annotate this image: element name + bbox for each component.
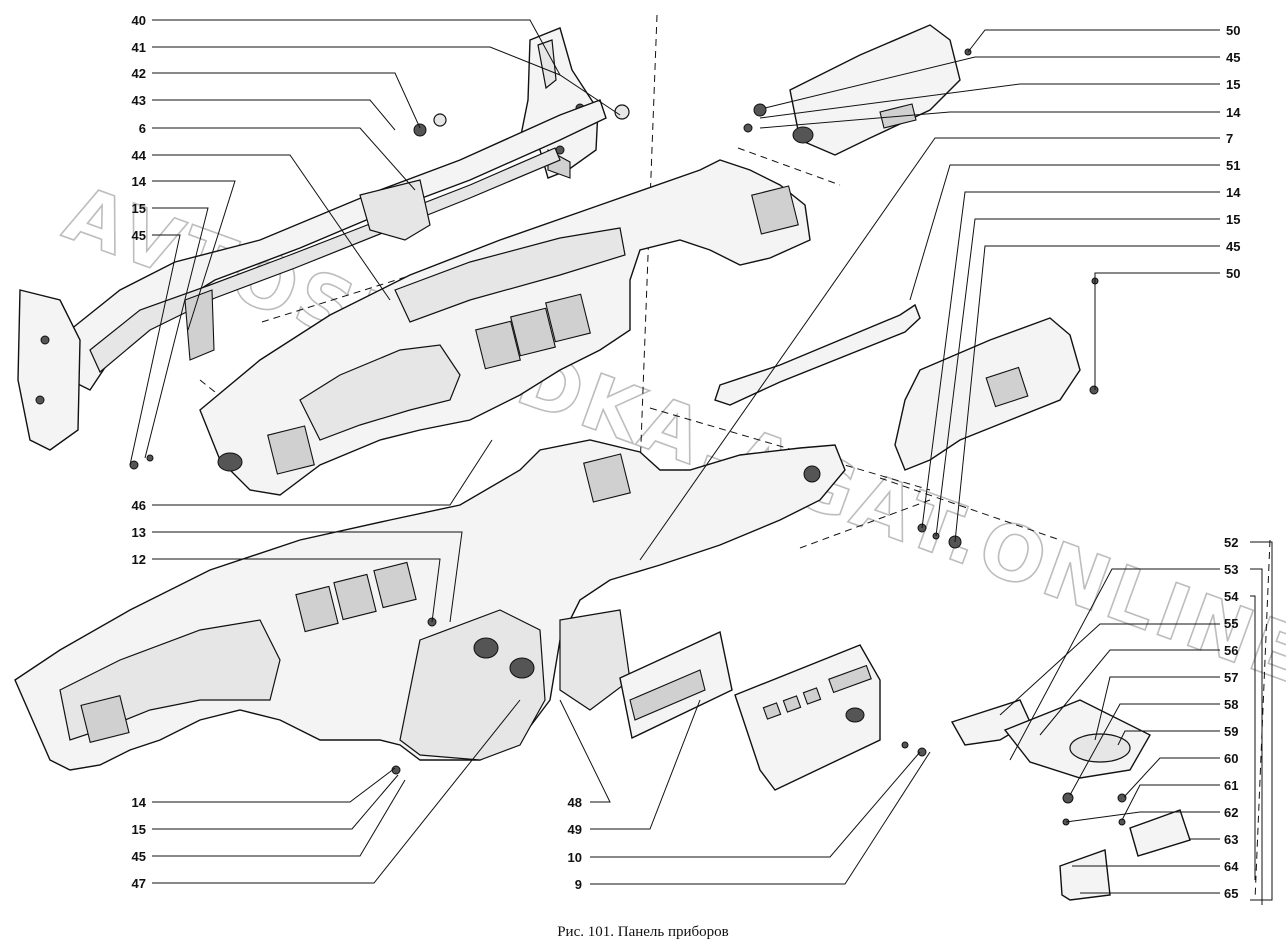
callout-55: 55 [1224, 616, 1238, 631]
callout-45-a: 45 [132, 228, 146, 243]
callouts-right: 50 45 15 14 7 51 14 15 45 50 52 53 54 55… [1224, 23, 1241, 901]
switch-panel [734, 644, 881, 791]
callout-15-b: 15 [132, 822, 146, 837]
leader-lines-left [129, 19, 621, 884]
callout-6: 6 [139, 121, 146, 136]
callouts-left: 40 41 42 43 6 44 14 15 45 46 13 12 14 15… [132, 13, 147, 891]
callout-14-a: 14 [132, 174, 147, 189]
callout-53: 53 [1224, 562, 1238, 577]
callout-62: 62 [1224, 805, 1238, 820]
glovebox [894, 317, 1081, 471]
callout-46: 46 [132, 498, 146, 513]
callout-61: 61 [1224, 778, 1238, 793]
steering-bracket [519, 27, 599, 179]
callout-44: 44 [132, 148, 147, 163]
callout-49: 49 [568, 822, 582, 837]
leader-lines-right [639, 29, 1273, 905]
callout-14-c: 14 [1226, 105, 1241, 120]
defroster-duct [714, 303, 921, 406]
callout-9: 9 [575, 877, 582, 892]
callout-45-b: 45 [132, 849, 146, 864]
callout-15-c: 15 [1226, 77, 1240, 92]
callout-65: 65 [1224, 886, 1238, 901]
callout-60: 60 [1224, 751, 1238, 766]
callout-7: 7 [1226, 131, 1233, 146]
callout-58: 58 [1224, 697, 1238, 712]
callout-45-c: 45 [1226, 50, 1240, 65]
callout-48: 48 [568, 795, 582, 810]
callout-50-a: 50 [1226, 23, 1240, 38]
cross-beam [17, 99, 607, 451]
callout-59: 59 [1224, 724, 1238, 739]
lower-dash-main [14, 439, 846, 771]
figure-caption: Рис. 101. Панель приборов [557, 924, 729, 940]
callout-40: 40 [132, 13, 146, 28]
callout-14-b: 14 [132, 795, 147, 810]
callout-51: 51 [1226, 158, 1240, 173]
callout-47: 47 [132, 876, 146, 891]
callout-50-b: 50 [1226, 266, 1240, 281]
callout-57: 57 [1224, 670, 1238, 685]
callout-41: 41 [132, 40, 146, 55]
callout-43: 43 [132, 93, 146, 108]
upper-dash-shell [199, 159, 811, 496]
callout-14-d: 14 [1226, 185, 1241, 200]
leader-lines-bottom [559, 699, 931, 885]
callout-12: 12 [132, 552, 146, 567]
callout-15-a: 15 [132, 201, 146, 216]
callout-63: 63 [1224, 832, 1238, 847]
callout-52: 52 [1224, 535, 1238, 550]
callout-54: 54 [1224, 589, 1239, 604]
callout-56: 56 [1224, 643, 1238, 658]
callout-10: 10 [568, 850, 582, 865]
callout-13: 13 [132, 525, 146, 540]
mounting-plate [619, 630, 733, 740]
callout-15-d: 15 [1226, 212, 1240, 227]
callout-64: 64 [1224, 859, 1239, 874]
callout-42: 42 [132, 66, 146, 81]
callouts-bottom: 48 49 10 9 [568, 795, 582, 892]
fasteners [129, 48, 1099, 775]
callout-45-d: 45 [1226, 239, 1240, 254]
glovebox-lid-upper [789, 24, 961, 156]
ashtray-assembly [950, 699, 1191, 901]
